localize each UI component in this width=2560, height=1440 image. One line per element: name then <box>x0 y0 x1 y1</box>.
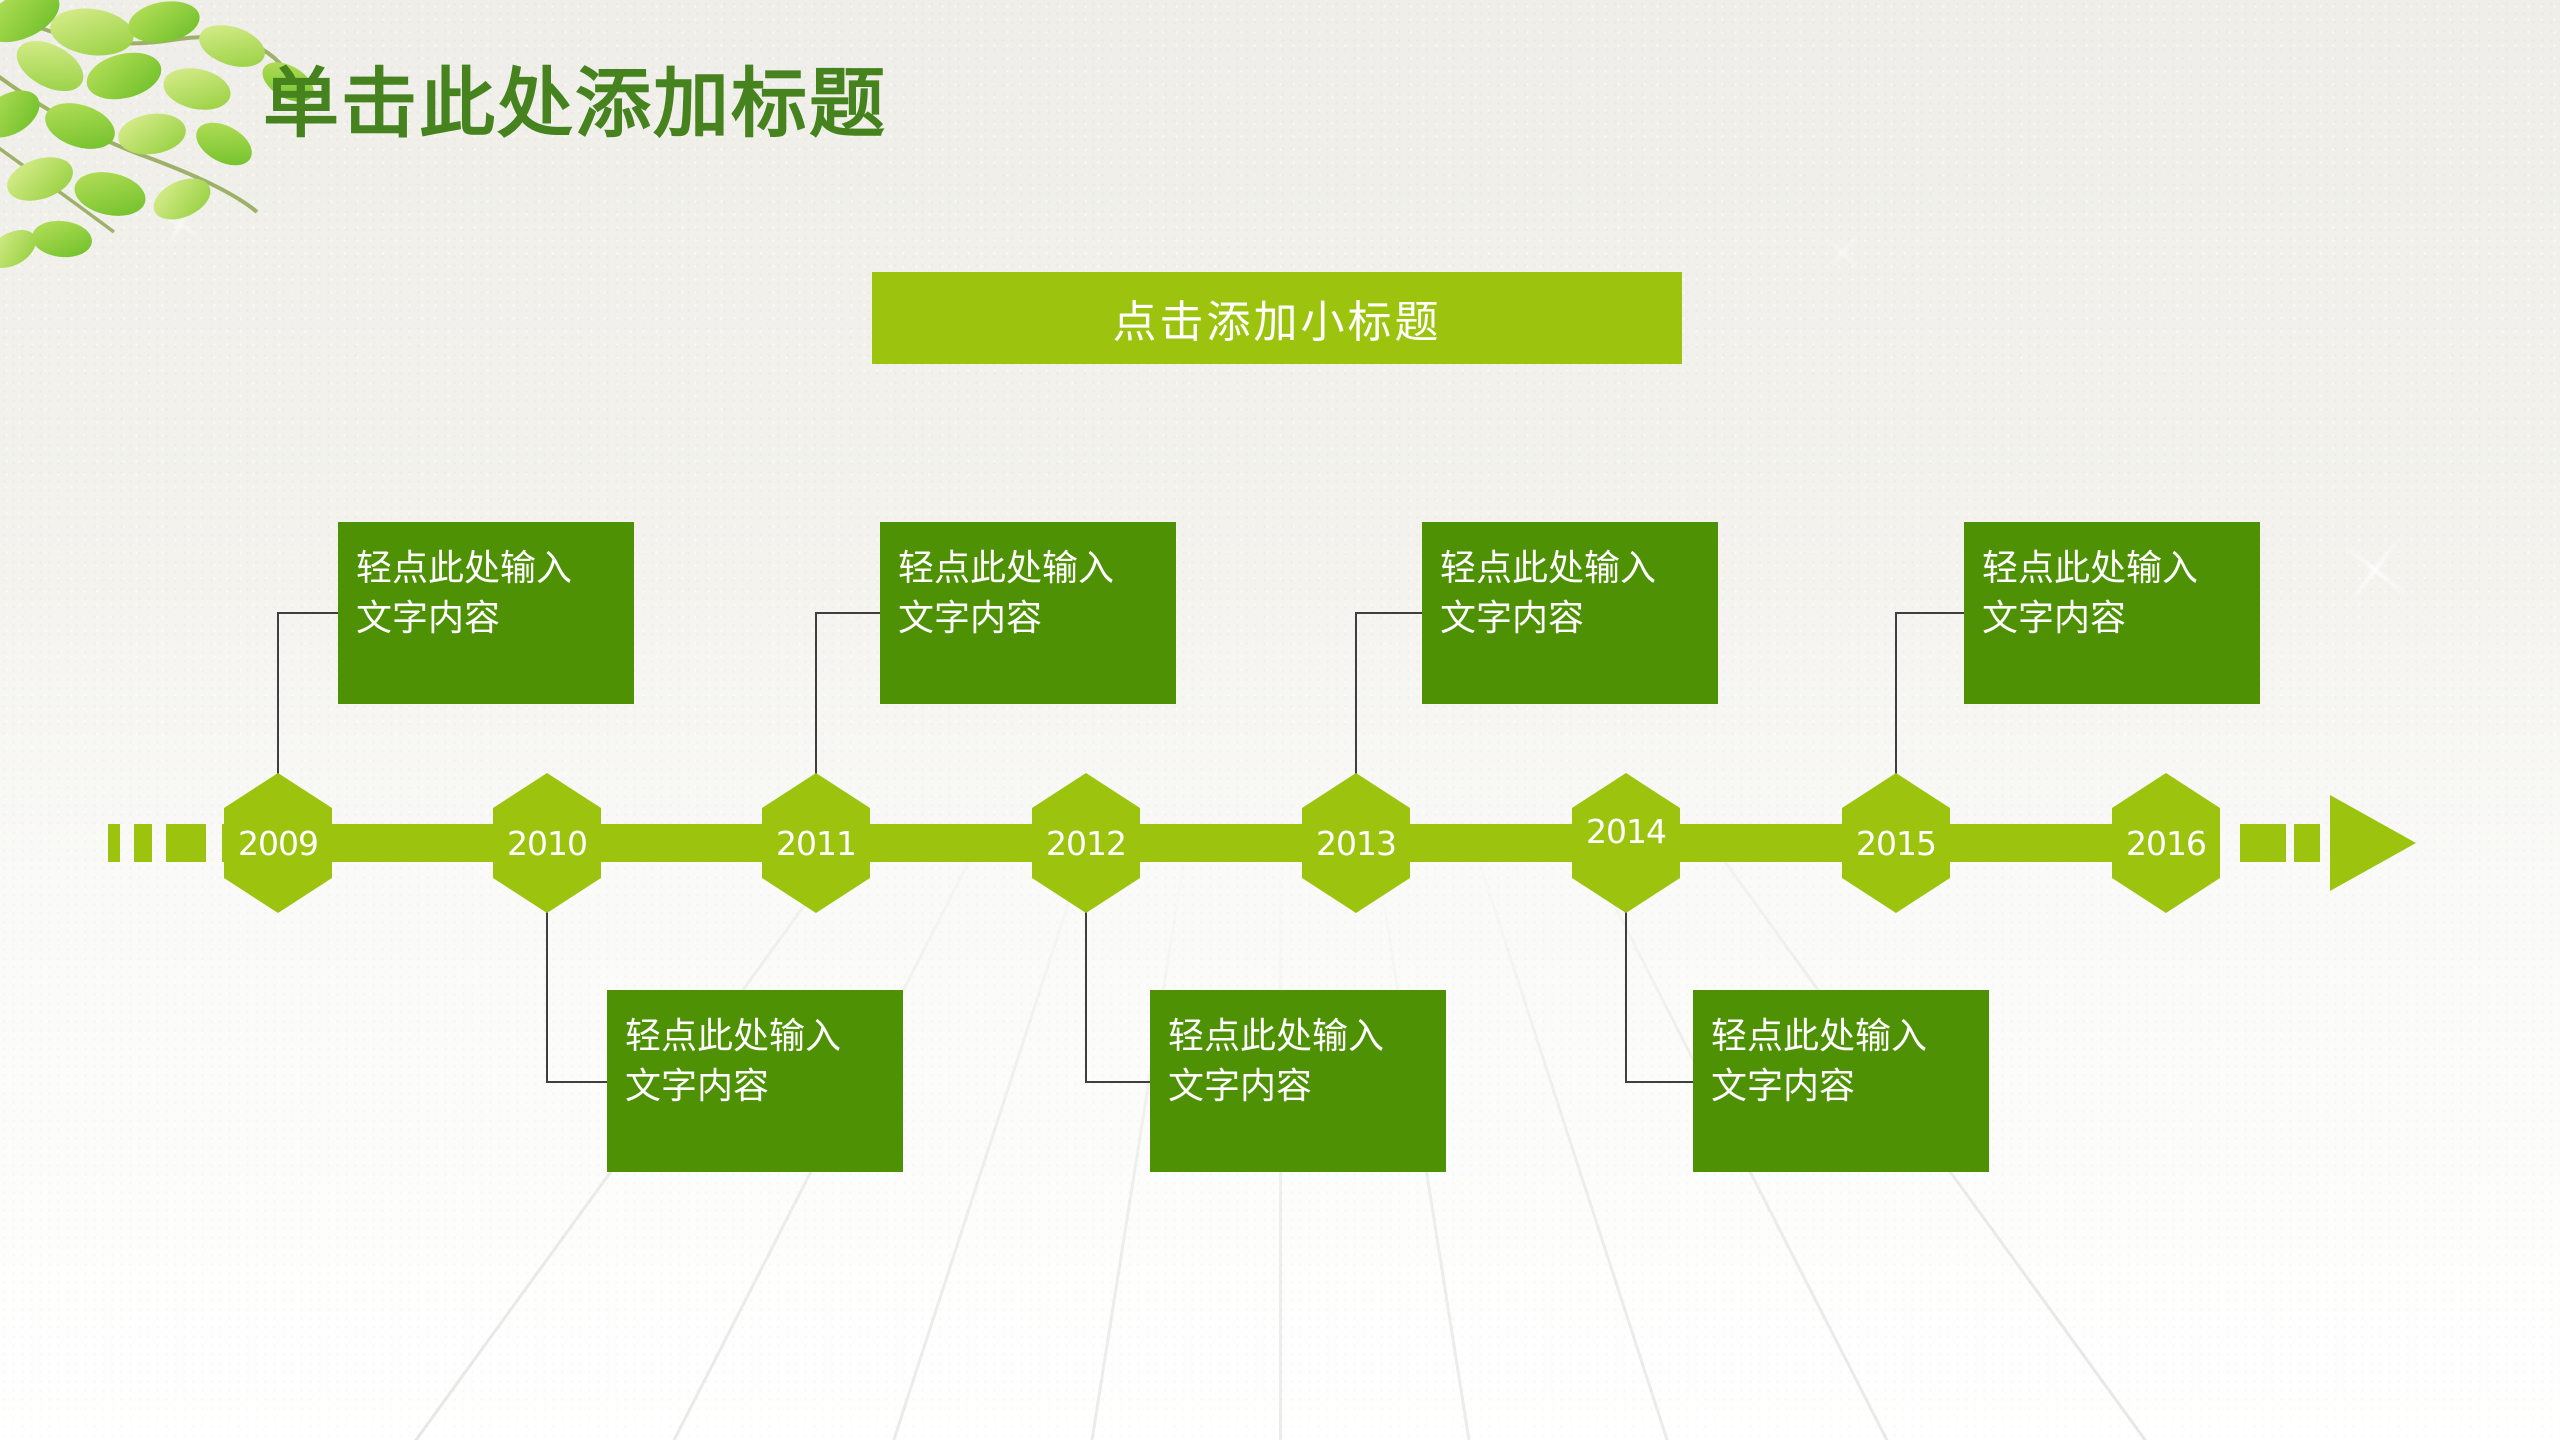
start-dash <box>108 824 120 862</box>
callout-line2: 文字内容 <box>625 1066 770 1107</box>
arrow-right-icon <box>2330 795 2416 891</box>
callout-line1: 轻点此处输入 <box>1168 1016 1385 1057</box>
connector-line <box>546 911 548 1083</box>
sparkle-icon <box>2312 507 2438 633</box>
year-label: 2010 <box>507 823 588 863</box>
start-dash <box>134 824 152 862</box>
callout-line1: 轻点此处输入 <box>1711 1016 1928 1057</box>
end-dash <box>2240 824 2286 862</box>
callout-box-2015[interactable]: 轻点此处输入 文字内容 <box>1964 522 2260 704</box>
connector-line <box>1895 612 1965 614</box>
hexagon-year-2009: 2009 <box>224 773 332 913</box>
callout-line1: 轻点此处输入 <box>1440 548 1657 589</box>
sparkle-icon <box>139 184 221 266</box>
sparkle-icon <box>1803 213 1882 292</box>
connector-line <box>1085 1081 1151 1083</box>
callout-line1: 轻点此处输入 <box>625 1016 842 1057</box>
year-label: 2009 <box>238 823 319 863</box>
end-dash <box>2294 824 2320 862</box>
subtitle-banner[interactable]: 点击添加小标题 <box>872 272 1682 364</box>
connector-line <box>546 1081 608 1083</box>
connector-line <box>277 613 279 775</box>
callout-box-2011[interactable]: 轻点此处输入 文字内容 <box>880 522 1176 704</box>
year-label: 2011 <box>776 823 857 863</box>
hexagon-year-2012: 2012 <box>1032 773 1140 913</box>
connector-line <box>1625 1081 1694 1083</box>
year-label: 2014 <box>1586 811 1667 851</box>
subtitle-label: 点击添加小标题 <box>1112 297 1442 348</box>
year-label: 2015 <box>1856 823 1937 863</box>
callout-line2: 文字内容 <box>898 598 1043 639</box>
callout-box-2014[interactable]: 轻点此处输入 文字内容 <box>1693 990 1989 1172</box>
connector-line <box>1085 911 1087 1083</box>
hexagon-year-2010: 2010 <box>493 773 601 913</box>
callout-box-2012[interactable]: 轻点此处输入 文字内容 <box>1150 990 1446 1172</box>
callout-line1: 轻点此处输入 <box>1982 548 2199 589</box>
connector-line <box>1355 613 1357 775</box>
year-label: 2013 <box>1316 823 1397 863</box>
page-title[interactable]: 单击此处添加标题 <box>263 59 887 148</box>
hexagon-year-2013: 2013 <box>1302 773 1410 913</box>
hexagon-year-2016: 2016 <box>2112 773 2220 913</box>
year-label: 2016 <box>2126 823 2207 863</box>
callout-box-2010[interactable]: 轻点此处输入 文字内容 <box>607 990 903 1172</box>
callout-line2: 文字内容 <box>1982 598 2127 639</box>
hexagon-year-2014: 2014 <box>1572 773 1680 913</box>
callout-line1: 轻点此处输入 <box>898 548 1115 589</box>
connector-line <box>1895 613 1897 775</box>
callout-line2: 文字内容 <box>1168 1066 1313 1107</box>
callout-box-2009[interactable]: 轻点此处输入 文字内容 <box>338 522 634 704</box>
connector-line <box>277 612 339 614</box>
callout-line2: 文字内容 <box>1440 598 1585 639</box>
connector-line <box>1625 911 1627 1083</box>
callout-line1: 轻点此处输入 <box>356 548 573 589</box>
connector-line <box>815 612 881 614</box>
connector-line <box>1355 612 1423 614</box>
hexagon-year-2011: 2011 <box>762 773 870 913</box>
callout-line2: 文字内容 <box>1711 1066 1856 1107</box>
connector-line <box>815 613 817 775</box>
hexagon-year-2015: 2015 <box>1842 773 1950 913</box>
callout-line2: 文字内容 <box>356 598 501 639</box>
start-dash <box>166 824 206 862</box>
year-label: 2012 <box>1046 823 1127 863</box>
callout-box-2013[interactable]: 轻点此处输入 文字内容 <box>1422 522 1718 704</box>
